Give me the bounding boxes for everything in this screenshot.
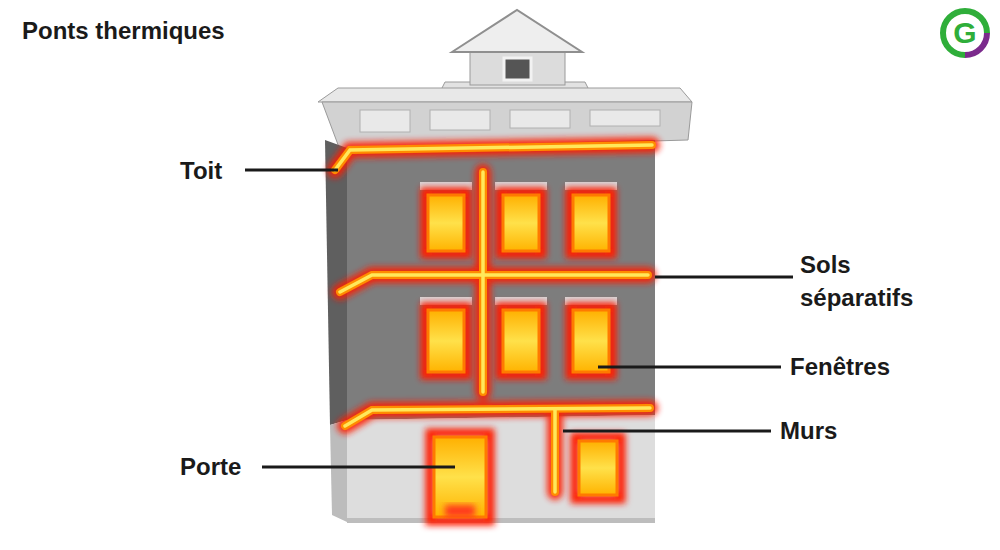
hot-openings xyxy=(425,192,621,521)
window xyxy=(573,310,609,372)
window-glow xyxy=(500,192,542,254)
window xyxy=(503,310,539,372)
wall-bridge xyxy=(547,410,563,492)
side-wall-ground xyxy=(330,420,347,522)
window-glow xyxy=(425,192,467,254)
floor-bridge xyxy=(345,408,650,426)
lintels xyxy=(420,182,617,305)
opening-fill xyxy=(428,195,617,517)
door-hotspot xyxy=(445,505,475,517)
cornice-panel xyxy=(360,110,410,132)
part-label: Sols séparatifs xyxy=(800,248,950,314)
roof-bridge xyxy=(335,145,652,170)
floor-bridge xyxy=(340,275,648,292)
window-glow xyxy=(575,437,621,499)
window-glow xyxy=(425,307,467,375)
door-glow xyxy=(430,433,490,521)
floor-bridge xyxy=(345,408,650,426)
roof-top xyxy=(318,88,692,102)
logo-letter: G xyxy=(948,18,982,48)
part-label: Murs xyxy=(780,414,837,447)
wall-bridge xyxy=(481,172,485,392)
door xyxy=(434,437,486,517)
leader-lines xyxy=(245,170,793,467)
window-glow xyxy=(570,307,612,375)
window xyxy=(503,195,539,251)
part-label: Porte xyxy=(180,450,241,483)
logo-ring xyxy=(943,11,987,55)
leader-line xyxy=(655,276,793,279)
logo-arc xyxy=(943,11,987,55)
window-glow xyxy=(570,192,612,254)
floor-bridge xyxy=(340,275,648,292)
window-glow xyxy=(500,307,542,375)
wall-bridge xyxy=(553,410,557,492)
diagram-title: Ponts thermiques xyxy=(22,14,225,47)
floor-bridge xyxy=(340,275,648,292)
roof-bridge xyxy=(335,145,652,170)
floor-bridge xyxy=(345,408,650,426)
leader-line xyxy=(598,366,781,369)
cornice-panel xyxy=(510,110,570,128)
window xyxy=(428,195,464,251)
dormer xyxy=(440,10,590,92)
opening-glow xyxy=(425,192,621,521)
ground-base xyxy=(347,518,655,523)
part-label: Toit xyxy=(180,154,222,187)
bridge-glow xyxy=(335,145,652,492)
window xyxy=(573,195,609,251)
wall-bridge xyxy=(475,172,491,392)
dormer-roof xyxy=(452,10,582,52)
window xyxy=(428,310,464,372)
bridge-core xyxy=(335,145,652,492)
cornice-panel xyxy=(590,110,660,126)
wall-bridge xyxy=(551,410,559,492)
bridge-mid xyxy=(335,145,652,492)
roof-bridge xyxy=(335,145,652,170)
part-label: Fenêtres xyxy=(790,350,890,383)
window xyxy=(579,441,617,495)
thermal-bridges xyxy=(335,145,652,492)
leader-line xyxy=(563,430,771,433)
dormer-window xyxy=(504,58,531,80)
leader-line xyxy=(262,466,455,469)
cornice-panel xyxy=(430,110,490,130)
leader-line xyxy=(245,169,338,172)
wall-bridge xyxy=(479,172,487,392)
